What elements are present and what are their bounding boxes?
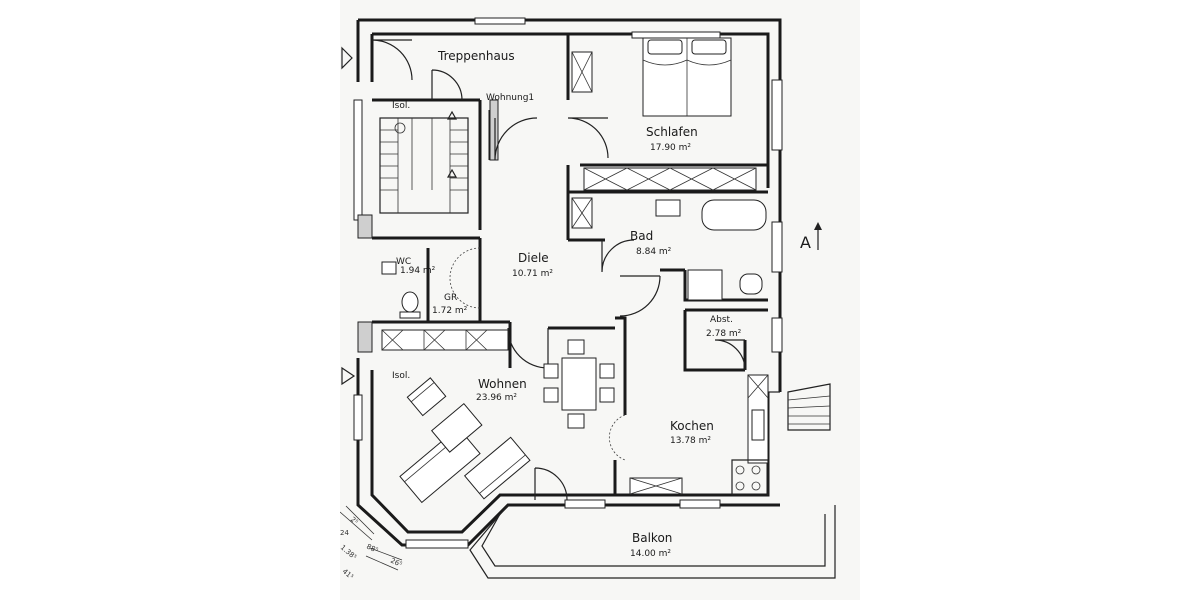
schlafen-label: Schlafen	[646, 125, 698, 139]
isol-label-top: Isol.	[392, 101, 410, 111]
hatched-elements	[357, 99, 499, 353]
kitchen-fixtures	[629, 374, 769, 496]
doors	[371, 39, 746, 501]
bad-label: Bad	[630, 229, 653, 243]
entry-arrows	[341, 46, 356, 386]
isol-label-bottom: Isol.	[392, 371, 410, 381]
dim-label-4: 2⁵	[349, 515, 360, 526]
room-labels: Treppenhaus Wohnung1 Schlafen 17.90 m² B…	[396, 49, 742, 559]
exterior-stair	[787, 383, 831, 431]
schlafen-area: 17.90 m²	[650, 143, 691, 153]
treppenhaus-label: Treppenhaus	[437, 49, 515, 63]
wohnen-label: Wohnen	[478, 377, 527, 391]
interior-walls	[372, 34, 768, 495]
wohnen-area: 23.96 m²	[476, 393, 517, 403]
dim-label-2: 88⁵	[365, 543, 379, 555]
abst-label: Abst.	[710, 315, 733, 325]
sideboard	[381, 329, 509, 351]
dining-table	[543, 339, 615, 429]
wc-label: WC	[396, 257, 411, 267]
balkon-area: 14.00 m²	[630, 549, 671, 559]
wohnung-label: Wohnung1	[486, 93, 534, 103]
dim-label-6: 24	[340, 529, 349, 537]
wc-area: 1.94 m²	[400, 266, 436, 276]
gr-label: GR	[444, 293, 457, 303]
bathroom-fixtures	[571, 197, 767, 301]
diele-label: Diele	[518, 251, 549, 265]
dim-label-1: 1.38⁵	[340, 543, 358, 561]
diele-area: 10.71 m²	[512, 269, 553, 279]
gr-area: 1.72 m²	[432, 306, 468, 316]
wc-fixtures	[381, 261, 421, 319]
living-room-sofa-set	[399, 377, 531, 504]
wardrobe	[583, 167, 757, 191]
floor-plan: Treppenhaus Wohnung1 Schlafen 17.90 m² B…	[340, 17, 836, 581]
section-marker: A	[800, 222, 822, 252]
staircase	[379, 110, 469, 214]
treppenhaus-cabinet	[571, 51, 593, 93]
floor-plan-paper: Treppenhaus Wohnung1 Schlafen 17.90 m² B…	[340, 0, 860, 600]
dim-label-5: 41⁵	[341, 567, 355, 581]
bad-area: 8.84 m²	[636, 247, 672, 257]
bed	[642, 37, 732, 117]
kochen-area: 13.78 m²	[670, 436, 711, 446]
abst-area: 2.78 m²	[706, 329, 742, 339]
balkon-outline	[469, 504, 836, 579]
kochen-label: Kochen	[670, 419, 714, 433]
section-marker-letter: A	[800, 233, 811, 252]
balkon-label: Balkon	[632, 531, 672, 545]
